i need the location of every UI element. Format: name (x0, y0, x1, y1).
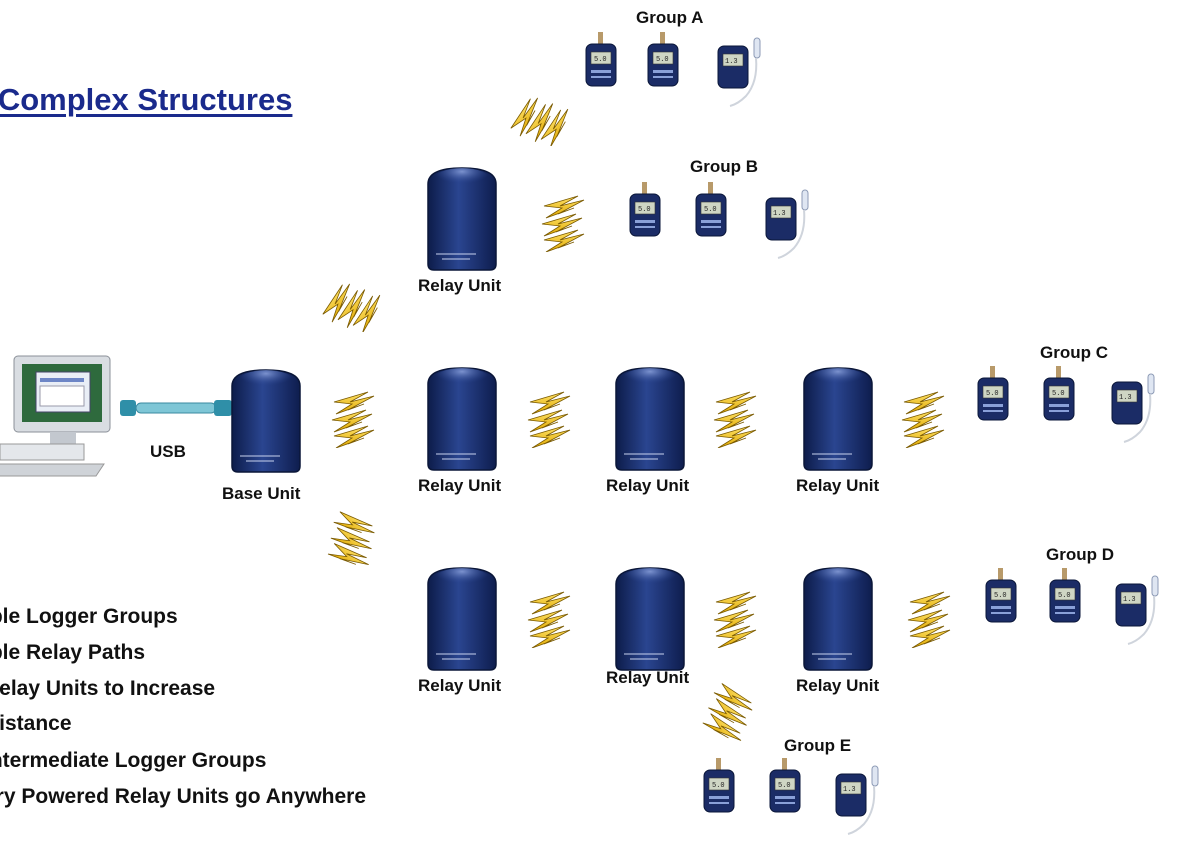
group-b-label: Group B (690, 157, 758, 176)
relay-unit-icon (427, 367, 497, 471)
logger-icon (695, 182, 727, 237)
group-c-label: Group C (1040, 343, 1108, 362)
logger-icon (1043, 366, 1075, 421)
logger-icon (647, 32, 679, 87)
computer-icon (0, 355, 111, 477)
bullet-item: iple Relay Paths (0, 641, 146, 664)
bullet-item: iple Logger Groups (0, 605, 178, 628)
relay-unit-icon (803, 367, 873, 471)
logger-icon (977, 366, 1009, 421)
base-unit-label: Base Unit (222, 484, 301, 503)
logger-icon (585, 32, 617, 87)
group-e-label: Group E (784, 736, 852, 755)
logger-icon (629, 182, 661, 237)
lightning-icon (326, 508, 378, 572)
group-d-label: Group D (1046, 545, 1114, 564)
relay-unit-icon (427, 167, 497, 271)
relay-unit-icon (615, 567, 685, 671)
logger-icon (765, 189, 809, 259)
relay-unit-icon (615, 367, 685, 471)
logger-icon (703, 758, 735, 813)
lightning-icon (527, 591, 571, 648)
lightning-icon (506, 94, 576, 146)
relay-unit-label: Relay Unit (606, 668, 690, 687)
relay-unit-label: Relay Unit (418, 676, 502, 695)
lightning-icon (901, 391, 945, 448)
relay-unit-label: Relay Unit (418, 276, 502, 295)
logger-icon (1111, 373, 1155, 443)
lightning-icon (527, 391, 571, 448)
base-unit-icon (231, 369, 301, 473)
usb-cable-icon (120, 400, 232, 416)
relay-unit-label: Relay Unit (606, 476, 690, 495)
group-a-label: Group A (636, 8, 704, 27)
relay-unit-label: Relay Unit (796, 676, 880, 695)
relay-unit-icon (427, 567, 497, 671)
lightning-icon (701, 680, 756, 750)
logger-icon (1115, 575, 1159, 645)
logger-icon (717, 37, 761, 107)
lightning-icon (318, 280, 388, 332)
bullet-item: Distance (0, 712, 72, 735)
page-title: e Complex Structures (0, 82, 293, 117)
lightning-icon (713, 391, 757, 448)
logger-icon (769, 758, 801, 813)
logger-icon (985, 568, 1017, 623)
lightning-icon (713, 591, 757, 648)
bullet-item: Intermediate Logger Groups (0, 749, 267, 772)
lightning-icon (541, 195, 585, 252)
relay-unit-label: Relay Unit (796, 476, 880, 495)
bullet-item: ery Powered Relay Units go Anywhere (0, 785, 367, 808)
logger-icon (835, 765, 879, 835)
bullet-item: Relay Units to Increase (0, 677, 216, 700)
logger-icon (1049, 568, 1081, 623)
lightning-icon (907, 591, 951, 648)
usb-label: USB (150, 442, 186, 461)
lightning-icon (331, 391, 375, 448)
relay-unit-icon (803, 567, 873, 671)
relay-unit-label: Relay Unit (418, 476, 502, 495)
